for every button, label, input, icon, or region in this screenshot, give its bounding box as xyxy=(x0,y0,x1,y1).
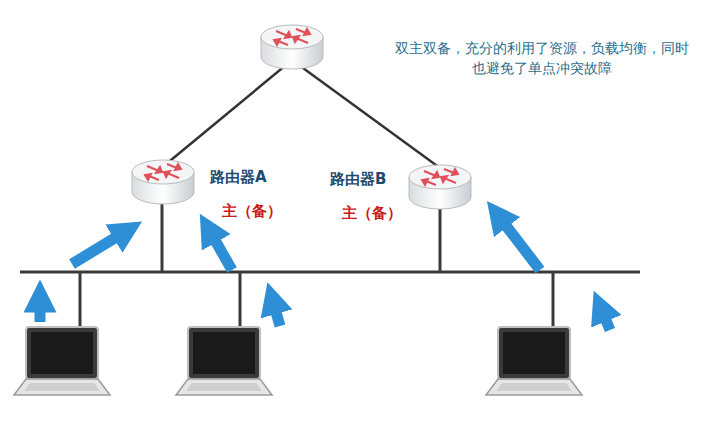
router-role: 主（备） xyxy=(222,202,284,220)
router-label-group: 路由器B 主（备） xyxy=(330,170,404,222)
router-role: 主（备） xyxy=(342,204,404,222)
router-label-group: 路由器A 主（备） xyxy=(210,168,284,220)
router-name: 路由器A xyxy=(210,168,284,186)
router-name: 路由器B xyxy=(330,170,404,188)
note-text: 双主双备，充分的利用了资源，负载均衡，同时也避免了单点冲突故障 xyxy=(392,38,692,78)
